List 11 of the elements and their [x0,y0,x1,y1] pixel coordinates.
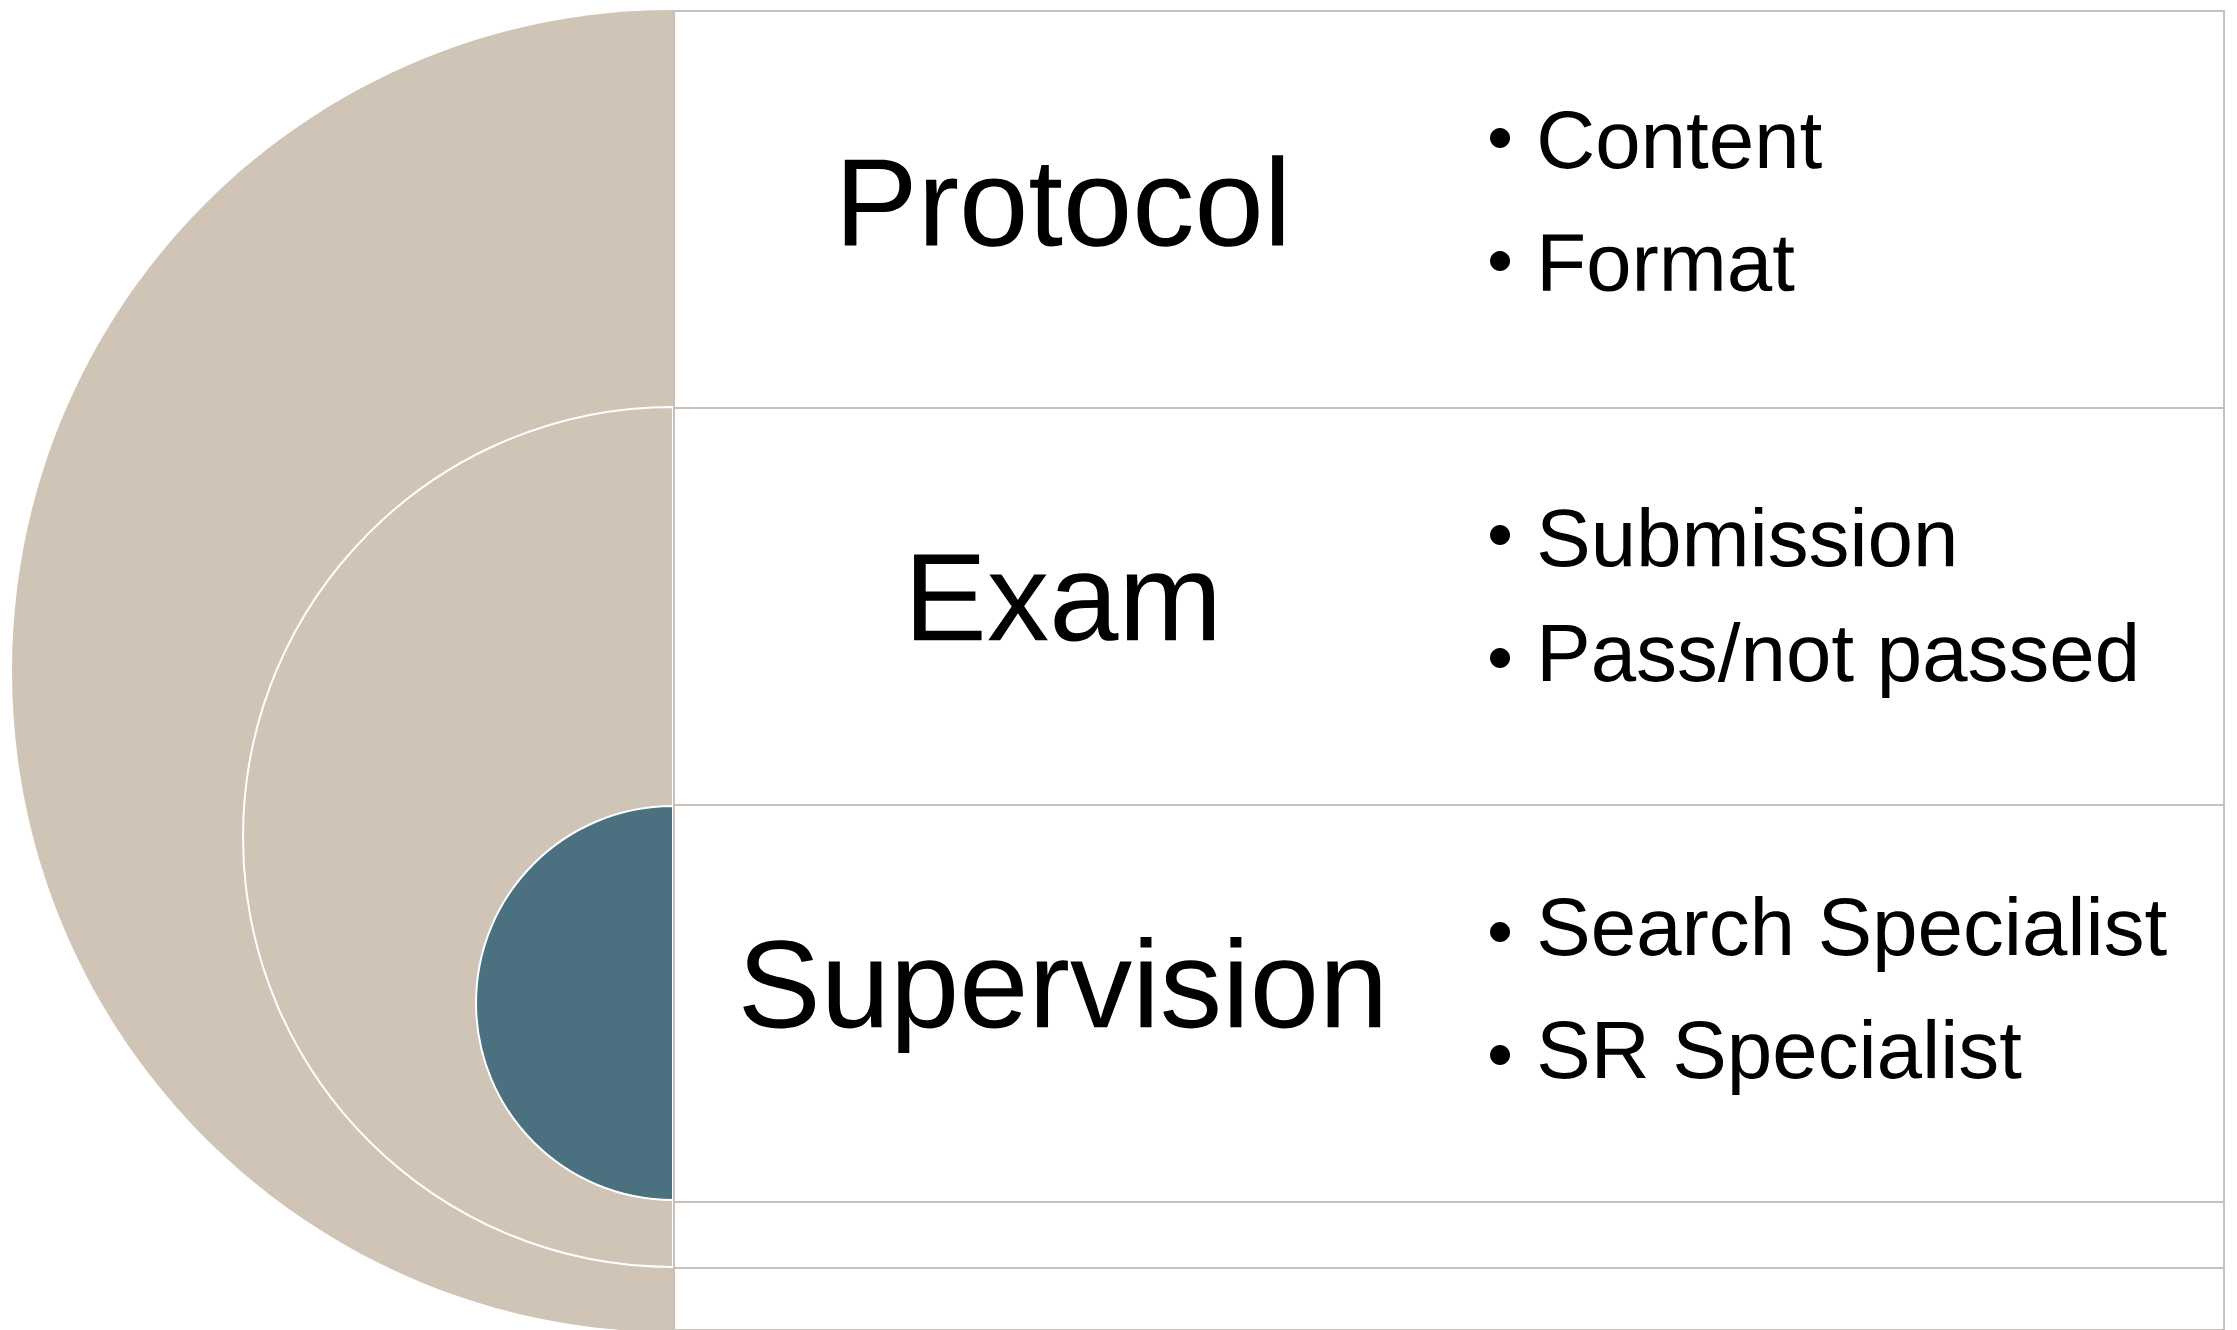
bullet-item: Submission [1490,507,1954,567]
row-box [673,1201,2226,1269]
bullet-item: SR Specialist [1490,1018,2022,1096]
row-title: Supervision [743,936,1381,1053]
bullet-item: Pass/not passed [1490,621,2135,699]
bullet-item: Search Specialist [1490,895,2167,973]
row-box [673,1267,2226,1330]
bullet-item: Format [1490,234,1795,292]
row-title: Protocol [844,155,1284,247]
bullet-item: Content [1490,111,1822,169]
row-title: Exam [914,554,1214,642]
